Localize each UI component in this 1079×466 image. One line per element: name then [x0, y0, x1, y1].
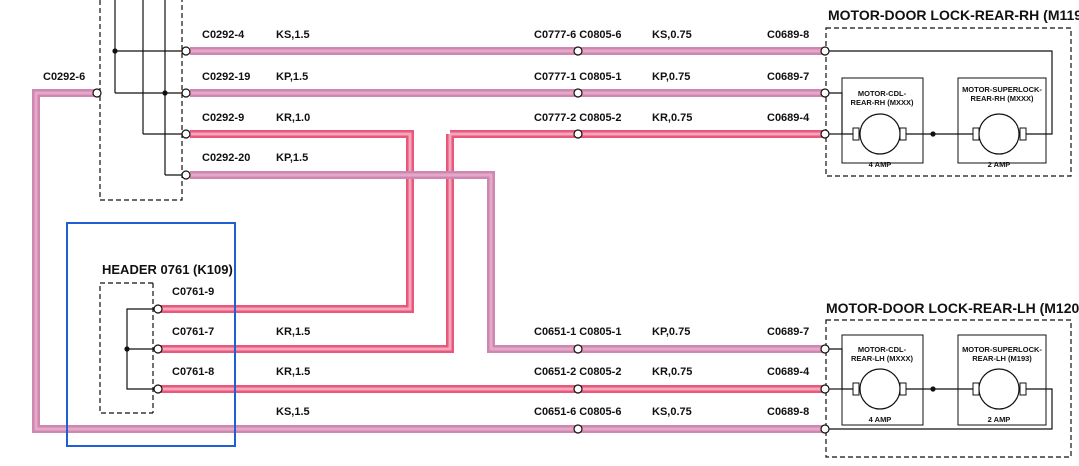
mid-code-label: KP,0.75: [652, 71, 690, 83]
mid-code-label: KR,0.75: [652, 112, 692, 124]
wire-code-label: KS,1.5: [276, 406, 310, 418]
amp-superlock-lh: 2 AMP: [988, 415, 1011, 424]
mid-connector-pins: [573, 46, 583, 434]
pin-label: C0292-19: [202, 71, 250, 83]
rear-rh-title: MOTOR-DOOR LOCK-REAR-RH (M119): [828, 7, 1079, 23]
wire-harness: [32, 47, 825, 433]
motor-cdl-lh-label: MOTOR-CDL-REAR-LH (MXXX): [851, 345, 914, 363]
right-pin-label: C0689-8: [767, 406, 809, 418]
mid-pins-label: C0651-6 C0805-6: [534, 406, 621, 418]
motor-superlock-rh-icon: [978, 113, 1020, 155]
highlight-box: [66, 222, 236, 447]
header-0761-title: HEADER 0761 (K109): [102, 262, 233, 277]
right-pin-label: C0689-4: [767, 112, 810, 124]
connector-c0292-block: [92, 0, 191, 201]
motor-superlock-lh-icon: [978, 368, 1020, 410]
motor-cdl-rh-label: MOTOR-CDL-REAR-RH (MXXX): [851, 89, 914, 107]
mid-code-label: KP,0.75: [652, 326, 690, 338]
wire-code-label: KS,1.5: [276, 29, 310, 41]
motor-block-rear-lh: MOTOR-DOOR LOCK-REAR-LH (M120) MOTOR-CDL…: [820, 300, 1079, 458]
header-pin-label: C0761-8: [172, 366, 214, 378]
motor-superlock-lh-label: MOTOR-SUPERLOCK-REAR-LH (M193): [962, 345, 1042, 363]
label-line: MOTOR-SUPERLOCK-: [962, 345, 1042, 354]
label-line: REAR-RH (MXXX): [971, 94, 1034, 103]
header-0761-block: [99, 282, 163, 414]
left-connector-label: C0292-6: [43, 71, 85, 83]
wire-ks-lh: [32, 89, 825, 433]
wire-code-label: KP,1.5: [276, 152, 308, 164]
label-line: REAR-LH (MXXX): [851, 354, 914, 363]
label-line: MOTOR-CDL-: [858, 345, 907, 354]
mid-pins-label: C0651-2 C0805-2: [534, 366, 621, 378]
wire-kr-rh: [160, 130, 825, 353]
label-line: REAR-LH (M193): [972, 354, 1032, 363]
header-pin-label: C0761-7: [172, 326, 214, 338]
motor-block-rear-rh: MOTOR-DOOR LOCK-REAR-RH (M119) MOTOR-CDL…: [820, 7, 1079, 177]
mid-code-label: KS,0.75: [652, 406, 692, 418]
rear-lh-title: MOTOR-DOOR LOCK-REAR-LH (M120): [826, 300, 1079, 316]
header-pin-label: C0761-9: [172, 286, 214, 298]
motor-superlock-rh-label: MOTOR-SUPERLOCK-REAR-RH (MXXX): [962, 85, 1042, 103]
mid-code-label: KS,0.75: [652, 29, 692, 41]
right-pin-label: C0689-4: [767, 366, 810, 378]
label-line: MOTOR-CDL-: [858, 89, 907, 98]
motor-cdl-lh-icon: [859, 368, 901, 410]
pin-label: C0292-9: [202, 112, 244, 124]
wire-kp-lh: [190, 171, 825, 353]
mid-code-label: KR,0.75: [652, 366, 692, 378]
wire-labels: C0292-6 C0292-4 KS,1.5 C0777-6 C0805-6 K…: [43, 29, 810, 418]
amp-cdl-rh: 4 AMP: [869, 160, 892, 169]
mid-pins-label: C0651-1 C0805-1: [534, 326, 621, 338]
wire-code-label: KR,1.5: [276, 366, 310, 378]
mid-pins-label: C0777-6 C0805-6: [534, 29, 621, 41]
motor-cdl-rh-icon: [859, 113, 901, 155]
mid-pins-label: C0777-2 C0805-2: [534, 112, 621, 124]
label-line: MOTOR-SUPERLOCK-: [962, 85, 1042, 94]
wire-kr-header: [160, 130, 414, 313]
mid-pins-label: C0777-1 C0805-1: [534, 71, 621, 83]
pin-label: C0292-20: [202, 152, 250, 164]
pin-label: C0292-4: [202, 29, 245, 41]
amp-superlock-rh: 2 AMP: [988, 160, 1011, 169]
amp-cdl-lh: 4 AMP: [869, 415, 892, 424]
right-pin-label: C0689-7: [767, 326, 809, 338]
right-pin-label: C0689-8: [767, 29, 809, 41]
wire-code-label: KR,1.0: [276, 112, 310, 124]
wire-code-label: KP,1.5: [276, 71, 308, 83]
label-line: REAR-RH (MXXX): [851, 98, 914, 107]
wire-code-label: KR,1.5: [276, 326, 310, 338]
right-pin-label: C0689-7: [767, 71, 809, 83]
